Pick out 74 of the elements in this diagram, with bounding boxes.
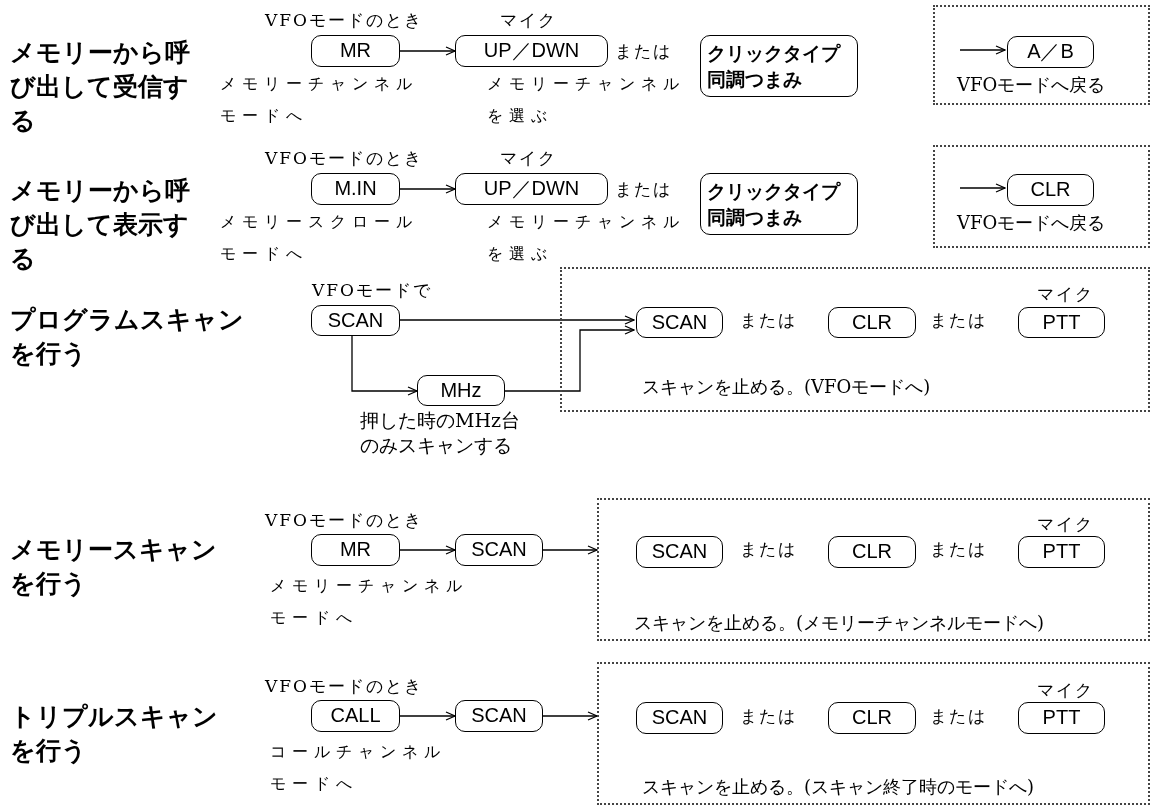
row-heading: メモリーから呼び出して受信する	[10, 37, 191, 137]
key-label: SCAN	[455, 700, 543, 732]
note-text: マイク	[1037, 513, 1094, 536]
arrow	[399, 46, 456, 56]
note-text: マイク	[500, 9, 557, 32]
dotted-frame	[933, 145, 1150, 248]
key-label: UP／DWN	[455, 173, 608, 205]
connector-word: または	[740, 309, 797, 332]
connector-word: または	[930, 705, 987, 728]
connector-word: または	[740, 705, 797, 728]
key-label: SCAN	[311, 305, 400, 336]
note-text: VFOモードのとき	[265, 509, 423, 532]
key-label: PTT	[1018, 702, 1105, 734]
row-heading: トリプルスキャンを行う	[10, 701, 219, 767]
key-label: MR	[311, 35, 400, 67]
arrow	[399, 315, 635, 325]
row-heading: プログラムスキャンを行う	[10, 304, 245, 370]
key-label: CLR	[1007, 174, 1094, 206]
key-label: CLR	[828, 307, 916, 338]
note-text: メモリーチャンネルを選ぶ	[487, 73, 686, 127]
note-text: メモリーチャンネルモードへ	[220, 73, 419, 127]
arrow	[399, 545, 456, 555]
note-text: VFOモードのとき	[265, 675, 423, 698]
key-label: MR	[311, 534, 400, 566]
row-heading: メモリースキャンを行う	[10, 534, 218, 600]
dotted-frame	[597, 498, 1150, 641]
key-label: M.IN	[311, 173, 400, 205]
note-text: メモリーチャンネルモードへ	[270, 575, 469, 629]
key-label: PTT	[1018, 536, 1105, 568]
arrow	[542, 711, 598, 721]
arrow	[399, 184, 456, 194]
key-label: クリックタイプ同調つまみ	[700, 173, 858, 235]
arrow	[959, 183, 1006, 193]
arrow	[399, 711, 456, 721]
key-label: CALL	[311, 700, 400, 732]
connector-word: または	[930, 309, 987, 332]
key-label: SCAN	[636, 536, 723, 568]
key-label: クリックタイプ同調つまみ	[700, 35, 858, 97]
note-text: VFOモードのとき	[265, 9, 423, 32]
note-text: メモリーチャンネルを選ぶ	[487, 211, 686, 265]
arrow	[504, 325, 635, 392]
connector-word: または	[930, 538, 987, 561]
key-label: MHz	[417, 375, 505, 406]
key-label: CLR	[828, 536, 916, 568]
dotted-frame	[933, 5, 1150, 105]
note-text: VFOモードへ戻る	[957, 73, 1106, 97]
dotted-frame	[597, 662, 1150, 805]
note-text: メモリースクロールモードへ	[220, 211, 419, 265]
connector-word: または	[615, 178, 672, 201]
note-text: マイク	[1037, 283, 1094, 306]
note-text: VFOモードへ戻る	[957, 211, 1106, 235]
note-text: VFOモードのとき	[265, 147, 423, 170]
connector-word: または	[740, 538, 797, 561]
key-label: SCAN	[636, 307, 723, 338]
note-text: スキャンを止める。(VFOモードへ)	[642, 375, 931, 399]
connector-word: または	[615, 40, 672, 63]
key-label: A／B	[1007, 36, 1094, 68]
note-text: VFOモードで	[312, 279, 432, 302]
arrow	[959, 45, 1006, 55]
arrow	[542, 545, 598, 555]
arrow	[351, 335, 418, 396]
row-heading: メモリーから呼び出して表示する	[10, 175, 191, 275]
key-label: UP／DWN	[455, 35, 608, 67]
key-label: PTT	[1018, 307, 1105, 338]
note-text: スキャンを止める。(メモリーチャンネルモードへ)	[634, 611, 1045, 635]
note-text: 押した時のMHz台のみスキャンする	[360, 408, 522, 458]
key-label: SCAN	[636, 702, 723, 734]
note-text: マイク	[500, 147, 557, 170]
key-label: CLR	[828, 702, 916, 734]
note-text: コールチャンネルモードへ	[270, 741, 447, 795]
key-label: SCAN	[455, 534, 543, 566]
dotted-frame	[560, 267, 1150, 412]
note-text: スキャンを止める。(スキャン終了時のモードへ)	[642, 775, 1035, 799]
note-text: マイク	[1037, 679, 1094, 702]
